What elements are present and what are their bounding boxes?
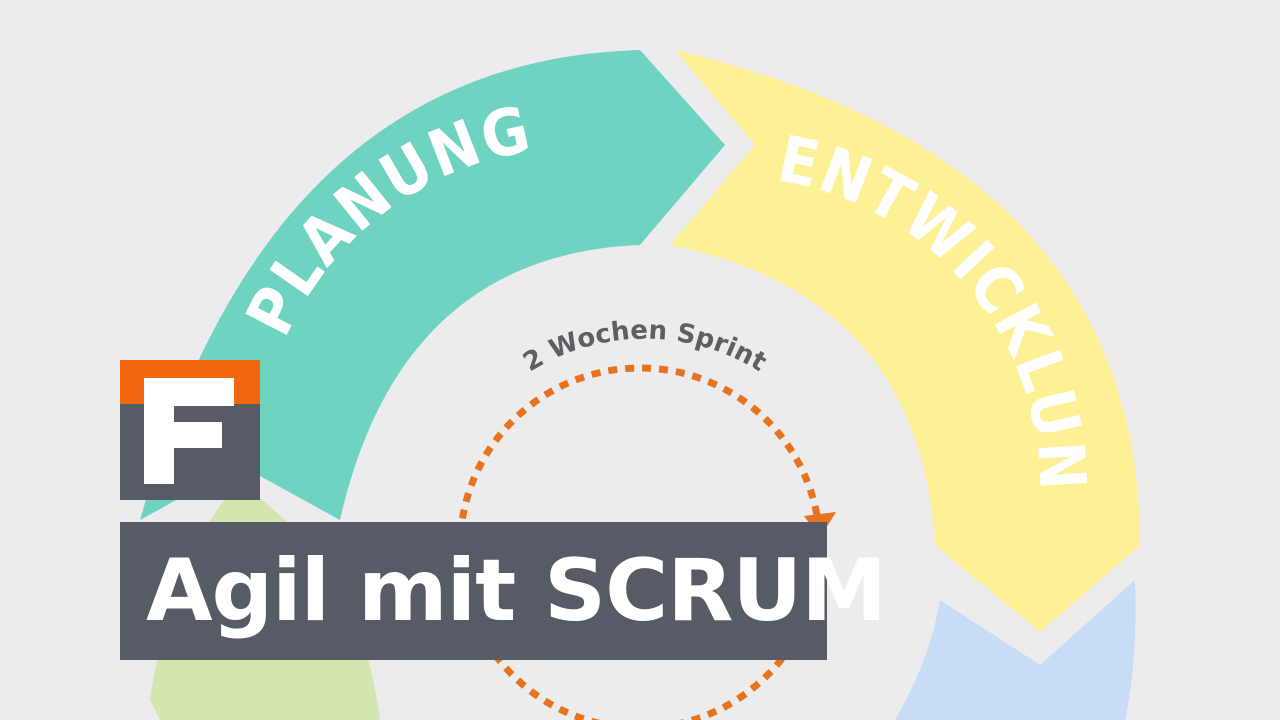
cycle-segment-entwicklung [670,50,1140,632]
page-title: Agil mit SCRUM [146,541,887,641]
logo-f-icon [144,378,234,484]
cycle-segment-planung [140,50,725,520]
brand-logo [120,360,260,500]
cycle-segment-test [895,580,1136,720]
title-banner: Agil mit SCRUM [120,522,887,660]
